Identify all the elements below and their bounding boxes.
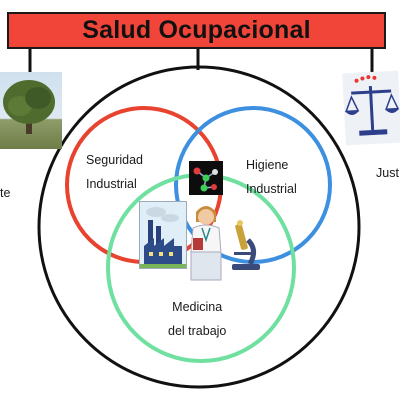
- diagram-title: Salud Ocupacional: [82, 16, 311, 44]
- molecule-icon: [189, 161, 223, 195]
- label-medicina-del-trabajo: Medicina del trabajo: [168, 296, 226, 344]
- title-bar: Salud Ocupacional: [7, 12, 386, 49]
- microscope-icon: [228, 220, 264, 272]
- tree-icon: [0, 72, 62, 149]
- label-higiene-industrial-2: Industrial: [246, 181, 297, 196]
- label-seguridad: Seguridad: [86, 153, 143, 167]
- label-higiene-industrial: Higiene Industrial: [246, 154, 297, 202]
- label-seguridad-industrial-2: Industrial: [86, 176, 137, 191]
- left-branch-label: te: [0, 186, 11, 200]
- factory-icon: [139, 201, 187, 269]
- doctor-icon: [185, 200, 227, 282]
- scales-of-justice-icon: [342, 70, 400, 146]
- label-higiene: Higiene: [246, 158, 289, 172]
- label-medicina: Medicina: [172, 300, 223, 314]
- label-seguridad-industrial: Seguridad Industrial: [86, 149, 143, 197]
- right-branch-label: Just: [376, 166, 399, 180]
- outer-circle: [37, 65, 361, 389]
- label-del-trabajo: del trabajo: [168, 323, 227, 338]
